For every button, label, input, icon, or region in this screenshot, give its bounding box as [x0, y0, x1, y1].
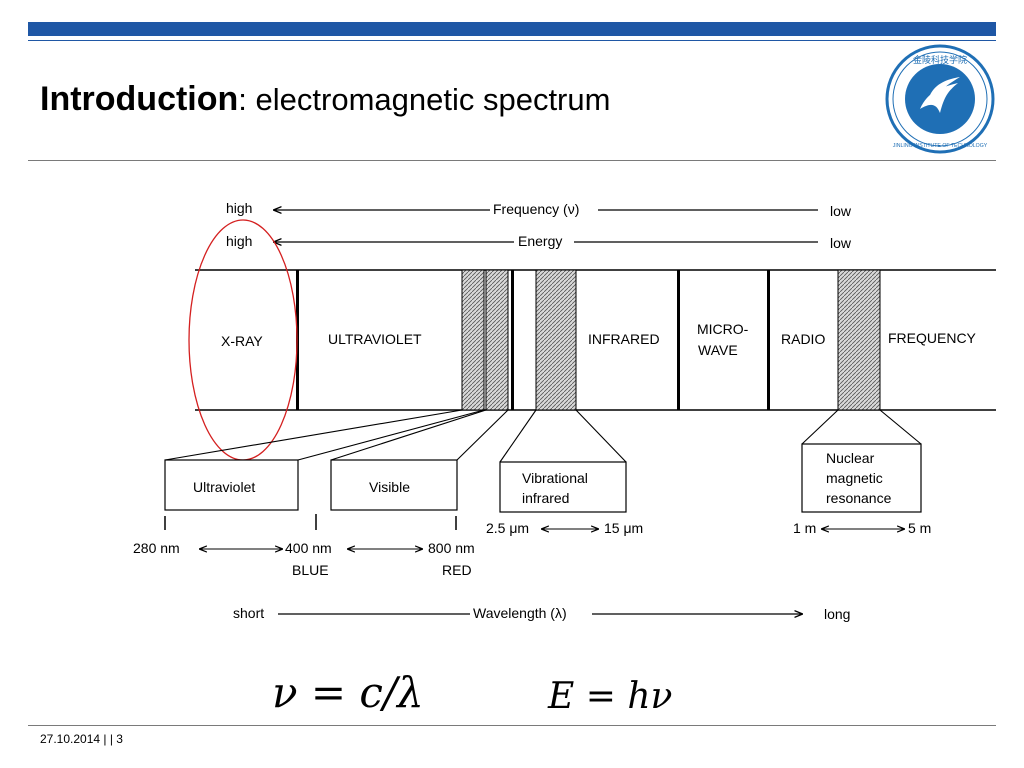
range-15um: 15 μm [604, 520, 643, 536]
range-blue: BLUE [292, 562, 329, 578]
ir-zoom-right [575, 409, 627, 463]
band-hatch-ir [535, 269, 577, 411]
uv-zoom-right [297, 409, 485, 461]
band-divider-3 [677, 270, 680, 410]
wavelength-short-label: short [233, 605, 264, 621]
box-visible-label: Visible [369, 479, 410, 495]
band-microwave-1: MICRO- [697, 321, 749, 337]
band-divider-4 [767, 270, 770, 410]
energy-label: Energy [518, 233, 562, 249]
band-xray: X-RAY [221, 333, 263, 349]
footer-divider [28, 725, 996, 726]
box-ultraviolet [164, 459, 299, 511]
band-hatch-visible [485, 269, 509, 411]
band-ultraviolet: ULTRAVIOLET [328, 331, 422, 347]
energy-high-label: high [226, 233, 252, 249]
frequency-low-label: low [830, 203, 852, 219]
range-800nm: 800 nm [428, 540, 475, 556]
title-subtitle: : electromagnetic spectrum [238, 82, 611, 117]
range-red: RED [442, 562, 472, 578]
logo-caption: JINLING INSTITUTE OF TECHNOLOGY [893, 143, 988, 149]
footer-text: 27.10.2014 | | 3 [40, 732, 123, 746]
ir-zoom-left [499, 409, 537, 463]
band-radio: RADIO [781, 331, 825, 347]
band-hatch-uv [461, 269, 485, 411]
institute-logo: 金陵科技学院 JINLING INSTITUTE OF TECHNOLOGY [885, 44, 995, 154]
band-divider-2 [511, 270, 514, 410]
energy-low-label: low [830, 235, 852, 251]
range-1m: 1 m [793, 520, 816, 536]
uv-zoom-left [164, 409, 463, 461]
range-280nm: 280 nm [133, 540, 180, 556]
logo-glyphs: 金陵科技学院 [913, 54, 967, 65]
formula-frequency: ν = c/λ [272, 668, 424, 717]
top-accent-bar [28, 22, 996, 36]
title-bold: Introduction [40, 80, 239, 118]
band-infrared: INFRARED [588, 331, 660, 347]
frequency-high-label: high [226, 200, 252, 216]
title-divider [28, 160, 996, 161]
range-2-5um: 2.5 μm [486, 520, 529, 536]
band-hatch-radio [837, 269, 881, 411]
box-nmr-label-3: resonance [826, 490, 892, 506]
box-vibrational-label-1: Vibrational [522, 470, 588, 486]
nmr-zoom-right [879, 409, 922, 445]
box-ultraviolet-label: Ultraviolet [193, 479, 255, 495]
band-microwave-2: WAVE [698, 342, 738, 358]
vis-zoom-left [330, 409, 487, 461]
box-nmr-label-1: Nuclear [826, 450, 875, 466]
range-5m: 5 m [908, 520, 931, 536]
box-visible [330, 459, 458, 511]
box-nmr [801, 443, 922, 513]
wavelength-label: Wavelength (λ) [473, 605, 567, 621]
frequency-label: Frequency (ν) [493, 201, 579, 217]
nmr-zoom-left [801, 409, 839, 445]
top-accent-line [28, 40, 996, 41]
band-frequency: FREQUENCY [888, 330, 977, 346]
formula-energy: E = hν [548, 676, 673, 717]
box-vibrational-label-2: infrared [522, 490, 569, 506]
box-nmr-label-2: magnetic [826, 470, 883, 486]
page-title: Introduction: electromagnetic spectrum [40, 80, 610, 119]
box-vibrational [499, 461, 627, 513]
wavelength-long-label: long [824, 606, 850, 622]
vis-zoom-right [456, 409, 509, 461]
range-400nm: 400 nm [285, 540, 332, 556]
